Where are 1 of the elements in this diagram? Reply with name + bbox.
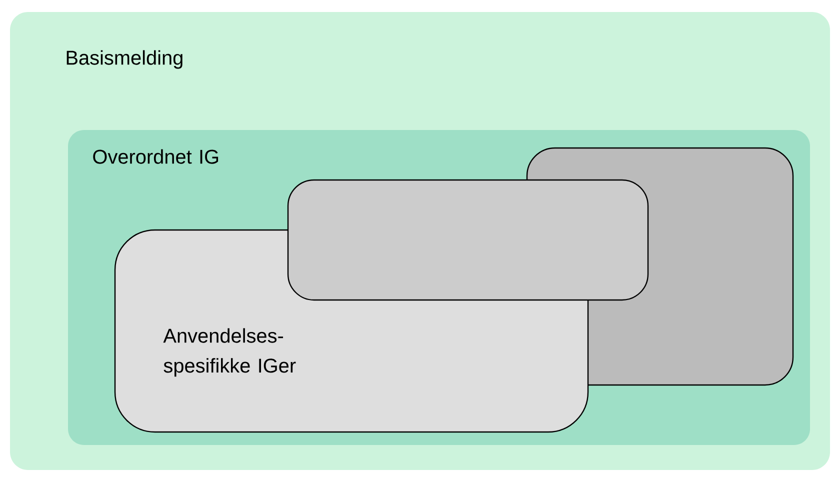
rounded-box	[287, 179, 649, 301]
